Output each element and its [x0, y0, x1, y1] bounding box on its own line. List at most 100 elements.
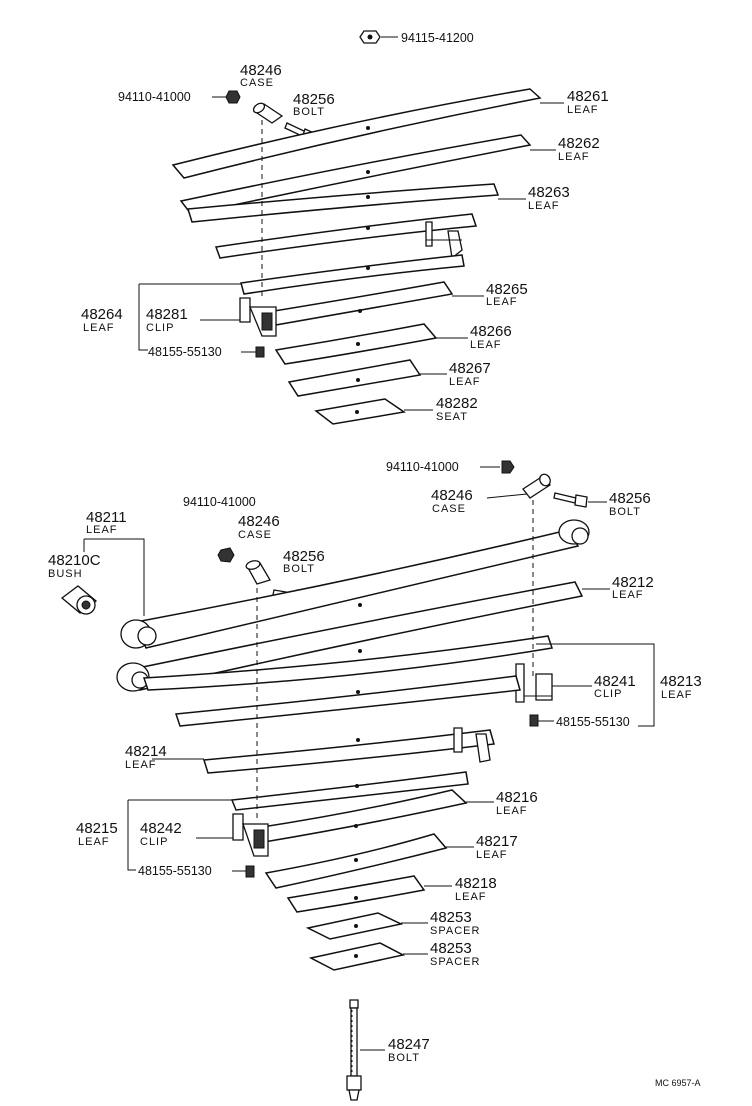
leaf-spring-part: [171, 88, 564, 179]
part-name-bolt: BOLT: [293, 106, 325, 118]
part-name-clip: CLIP: [146, 322, 174, 334]
part-name-case: CASE: [240, 77, 274, 89]
part-name-leaf: LEAF: [455, 891, 487, 903]
leaf-spring-part: [187, 183, 526, 223]
part-name-leaf: LEAF: [449, 376, 481, 388]
bolt-part: [553, 492, 607, 508]
part-number-48215: 48215: [76, 820, 118, 837]
part-number-48264: 48264: [81, 306, 123, 323]
part-number-48241: 48241: [594, 673, 636, 690]
part-name-bush: BUSH: [48, 568, 83, 580]
rivet-part: [529, 714, 554, 727]
part-number-48266: 48266: [470, 323, 512, 340]
part-name-leaf: LEAF: [496, 805, 528, 817]
part-number-48256: 48256: [609, 490, 651, 507]
part-number-48213: 48213: [660, 673, 702, 690]
part-number-48214: 48214: [125, 743, 167, 760]
clip-part: [196, 813, 269, 857]
part-number-48211: 48211: [86, 509, 127, 526]
part-code-94110-41000: 94110-41000: [183, 495, 256, 509]
part-number-48218: 48218: [455, 875, 497, 892]
clip-part: [200, 297, 277, 337]
part-name-leaf: LEAF: [528, 200, 560, 212]
rivet-part: [232, 865, 255, 878]
leaf-spring-part: [120, 519, 590, 649]
part-code-94110-41000: 94110-41000: [118, 90, 191, 104]
part-number-48212: 48212: [612, 574, 654, 591]
part-name-leaf: LEAF: [470, 339, 502, 351]
case-part: [245, 560, 271, 585]
leaf-spring-part: [179, 134, 556, 215]
part-code-94115-41200: 94115-41200: [401, 31, 474, 45]
nut-part: [212, 90, 241, 104]
leaf-spring-part: [116, 581, 610, 692]
rivet-part: [241, 346, 265, 358]
part-name-leaf: LEAF: [83, 322, 115, 334]
part-name-bolt: BOLT: [609, 506, 641, 518]
part-number-48253: 48253: [430, 940, 472, 957]
leaf-spring-part: [174, 675, 521, 742]
bush-part: [60, 585, 98, 615]
part-number-48242: 48242: [140, 820, 182, 837]
part-code-48155-55130: 48155-55130: [138, 864, 212, 878]
part-code-94110-41000: 94110-41000: [386, 460, 459, 474]
part-name-case: CASE: [238, 529, 272, 541]
center-bolt-part: [346, 999, 385, 1101]
spacer-part: [305, 912, 428, 940]
leaf-spring-part: [260, 281, 484, 327]
part-name-leaf: LEAF: [612, 589, 644, 601]
nut-part: [480, 460, 515, 474]
part-number-48210C: 48210C: [48, 552, 101, 569]
leaf-spring-part: [142, 635, 553, 694]
part-name-leaf: LEAF: [486, 296, 518, 308]
leaf-spring-part: [264, 833, 474, 889]
part-number-48282: 48282: [436, 395, 478, 412]
part-name-bolt: BOLT: [388, 1052, 420, 1064]
part-name-case: CASE: [432, 503, 466, 515]
leaf-spring-part: [254, 789, 494, 843]
part-number-48263: 48263: [528, 184, 570, 201]
part-number-48246: 48246: [238, 513, 280, 530]
seat-part: [314, 398, 433, 425]
part-code-48155-55130: 48155-55130: [148, 345, 222, 359]
part-name-spacer: SPACER: [430, 925, 480, 937]
case-part: [486, 473, 551, 499]
part-number-48281: 48281: [146, 306, 188, 323]
part-name-leaf: LEAF: [476, 849, 508, 861]
part-name-leaf: LEAF: [558, 151, 590, 163]
leaf-spring-part: [230, 771, 469, 811]
part-number-48267: 48267: [449, 360, 491, 377]
part-number-48216: 48216: [496, 789, 538, 806]
top-spring-assembly: 94115-41200 94110-41000 48246 CASE 48256…: [81, 30, 609, 425]
part-code-48155-55130: 48155-55130: [556, 715, 630, 729]
part-name-leaf: LEAF: [661, 689, 693, 701]
part-number-48247: 48247: [388, 1036, 430, 1053]
part-number-48256: 48256: [283, 548, 325, 565]
part-number-48265: 48265: [486, 281, 528, 298]
part-name-clip: CLIP: [140, 836, 168, 848]
part-number-48256: 48256: [293, 91, 335, 108]
part-number-48253: 48253: [430, 909, 472, 926]
leaf-spring-part: [286, 875, 452, 913]
part-name-leaf: LEAF: [567, 104, 599, 116]
clip-part: [515, 663, 592, 703]
part-number-48217: 48217: [476, 833, 518, 850]
part-number-48261: 48261: [567, 88, 609, 105]
part-number-48246: 48246: [431, 487, 473, 504]
leaf-spring-part: [287, 359, 447, 397]
part-number-48262: 48262: [558, 135, 600, 152]
nut-part: [217, 547, 235, 563]
part-name-leaf: LEAF: [125, 759, 157, 771]
leaf-spring-part: [214, 213, 478, 260]
spacer-part: [308, 942, 428, 971]
part-name-bolt: BOLT: [283, 563, 315, 575]
leaf-spring-part: [240, 254, 465, 295]
part-name-leaf: LEAF: [78, 836, 110, 848]
case-part: [252, 102, 284, 124]
part-name-clip: CLIP: [594, 688, 622, 700]
part-name-leaf: LEAF: [86, 524, 118, 536]
leaf-spring-part: [274, 323, 468, 365]
nut-part: [359, 30, 398, 44]
part-name-seat: SEAT: [436, 411, 468, 423]
